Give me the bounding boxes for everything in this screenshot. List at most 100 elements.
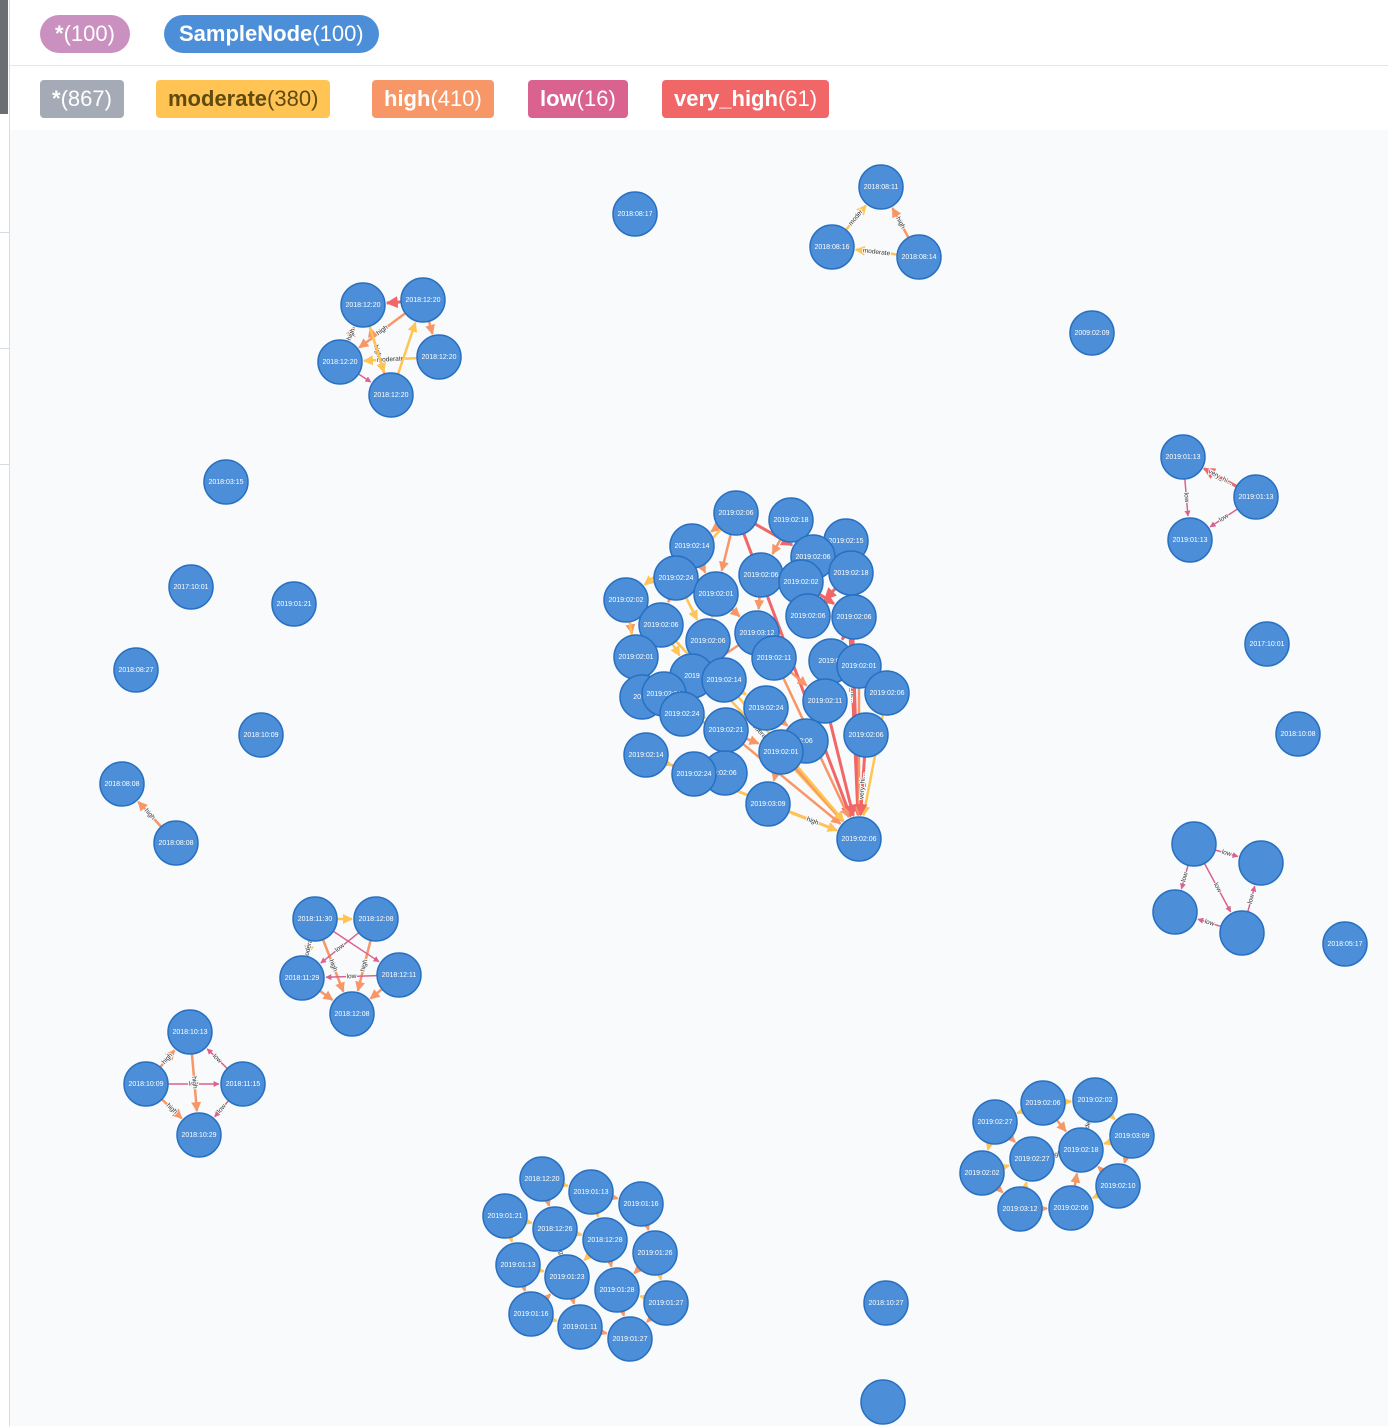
- node-circle[interactable]: [643, 1280, 689, 1326]
- edge-line[interactable]: [633, 1263, 645, 1275]
- edge-line[interactable]: [1184, 478, 1191, 517]
- edge-line[interactable]: [771, 538, 782, 555]
- relationship-edge-moderate[interactable]: [985, 1139, 995, 1151]
- graph-node[interactable]: 2019:01:28: [594, 1267, 640, 1313]
- edge-line[interactable]: [557, 1178, 569, 1189]
- node-circle[interactable]: [1238, 840, 1284, 886]
- graph-node[interactable]: 2018:12:20: [519, 1156, 565, 1202]
- edge-line[interactable]: [1209, 508, 1238, 528]
- node-circle[interactable]: [612, 191, 658, 237]
- node-circle[interactable]: [99, 761, 145, 807]
- node-circle[interactable]: [532, 1206, 578, 1252]
- edge-line[interactable]: [729, 606, 741, 618]
- graph-node[interactable]: 2018:12:08: [329, 991, 375, 1037]
- edge-line[interactable]: [661, 757, 673, 767]
- graph-node[interactable]: 2019:02:21: [703, 707, 749, 753]
- graph-node[interactable]: 2018:12:26: [532, 1206, 578, 1252]
- graph-node[interactable]: 2018:12:20: [317, 339, 363, 385]
- edge-line[interactable]: [654, 1269, 664, 1281]
- relationship-edge-very-high[interactable]: [823, 587, 837, 601]
- node-circle[interactable]: [508, 1291, 554, 1337]
- edge-line[interactable]: [998, 1163, 1010, 1173]
- node-circle[interactable]: [745, 781, 791, 827]
- graph-node[interactable]: 2019:01:13: [568, 1169, 614, 1215]
- relationship-edge-moderate[interactable]: [1091, 1189, 1104, 1199]
- relationship-edge-moderate[interactable]: [396, 321, 418, 375]
- relationship-edge-low[interactable]: low: [214, 1100, 230, 1118]
- relationship-edge-moderate[interactable]: [546, 1313, 558, 1324]
- node-circle[interactable]: [400, 277, 446, 323]
- graph-node[interactable]: 2019:02:01: [693, 571, 739, 617]
- graph-node[interactable]: 2019:02:01: [836, 643, 882, 689]
- relationship-edge-high[interactable]: [541, 1195, 552, 1207]
- node-circle[interactable]: [959, 1150, 1005, 1196]
- graph-node[interactable]: 2018:11:30: [292, 896, 338, 942]
- node-circle[interactable]: [632, 1230, 678, 1276]
- node-circle[interactable]: [1233, 474, 1279, 520]
- edge-line[interactable]: [604, 1256, 615, 1268]
- relationship-edge-high[interactable]: [607, 1191, 619, 1202]
- left-panel-handle[interactable]: [0, 0, 8, 114]
- relationship-edge-high[interactable]: high: [159, 1049, 176, 1069]
- node-label-pill-samplenode[interactable]: SampleNode(100): [164, 15, 379, 53]
- graph-node[interactable]: 2018:08:27: [113, 647, 159, 693]
- node-circle[interactable]: [618, 1181, 664, 1227]
- graph-node[interactable]: 2019:01:23: [544, 1254, 590, 1300]
- edge-line[interactable]: [771, 770, 781, 782]
- relationship-edge-very-high[interactable]: very_hi...: [1202, 467, 1238, 488]
- graph-node[interactable]: 2019:01:16: [508, 1291, 554, 1337]
- edge-line[interactable]: [160, 1098, 183, 1120]
- edge-line[interactable]: [320, 932, 360, 964]
- graph-node[interactable]: [860, 1379, 906, 1425]
- node-circle[interactable]: [997, 1186, 1043, 1232]
- graph-node[interactable]: 2019:01:13: [1160, 434, 1206, 480]
- edge-line[interactable]: [1203, 863, 1232, 913]
- relationship-edge-low[interactable]: [332, 930, 380, 963]
- node-circle[interactable]: [557, 1304, 603, 1350]
- edge-line[interactable]: [641, 1219, 651, 1231]
- node-circle[interactable]: [864, 670, 910, 716]
- node-circle[interactable]: [1160, 434, 1206, 480]
- relationship-edge-high[interactable]: high: [355, 940, 372, 992]
- relationship-edge-high[interactable]: high: [160, 1098, 183, 1120]
- node-circle[interactable]: [858, 164, 904, 210]
- edge-line[interactable]: [332, 930, 380, 963]
- relationship-edge-high[interactable]: [729, 606, 741, 618]
- node-circle[interactable]: [785, 593, 831, 639]
- graph-node[interactable]: 2019:01:13: [1233, 474, 1279, 520]
- edge-line[interactable]: [206, 1048, 228, 1070]
- graph-node[interactable]: 2018:10:09: [238, 712, 284, 758]
- node-circle[interactable]: [863, 1280, 909, 1326]
- relationship-edge-high[interactable]: [641, 1219, 651, 1231]
- node-circle[interactable]: [153, 820, 199, 866]
- edge-line[interactable]: [517, 1280, 528, 1292]
- rel-type-pill-moderate[interactable]: moderate(380): [156, 80, 331, 118]
- edge-line[interactable]: [1197, 917, 1222, 928]
- node-circle[interactable]: [836, 643, 882, 689]
- graph-node[interactable]: 2019:01:13: [1167, 517, 1213, 563]
- edge-line[interactable]: [828, 722, 857, 817]
- node-circle[interactable]: [482, 1193, 528, 1239]
- edge-line[interactable]: [571, 1228, 583, 1238]
- node-circle[interactable]: [317, 339, 363, 385]
- relationship-edge-moderate[interactable]: moderate: [362, 354, 418, 366]
- relationship-edge-moderate[interactable]: [684, 597, 699, 621]
- edge-line[interactable]: [777, 716, 789, 727]
- node-circle[interactable]: [758, 729, 804, 775]
- node-circle[interactable]: [1167, 517, 1213, 563]
- node-circle[interactable]: [671, 751, 717, 797]
- edge-line[interactable]: [670, 643, 681, 657]
- node-circle[interactable]: [1171, 821, 1217, 867]
- relationship-edge-high[interactable]: [604, 1256, 615, 1268]
- graph-node[interactable]: 2019:02:06: [713, 490, 759, 536]
- edge-line[interactable]: [891, 207, 910, 239]
- graph-node[interactable]: 2018:05:17: [1322, 921, 1368, 967]
- edge-line[interactable]: [710, 522, 722, 533]
- graph-node[interactable]: 2019:02:06: [738, 552, 784, 598]
- relationship-edge-high[interactable]: [1070, 1172, 1081, 1187]
- graph-node[interactable]: 2018:10:27: [863, 1280, 909, 1326]
- rel-type-pill-high[interactable]: high(410): [372, 80, 494, 118]
- graph-node[interactable]: 2019:02:11: [751, 635, 797, 681]
- edge-line[interactable]: [985, 1139, 995, 1151]
- relationship-edge-low[interactable]: low: [1197, 917, 1222, 929]
